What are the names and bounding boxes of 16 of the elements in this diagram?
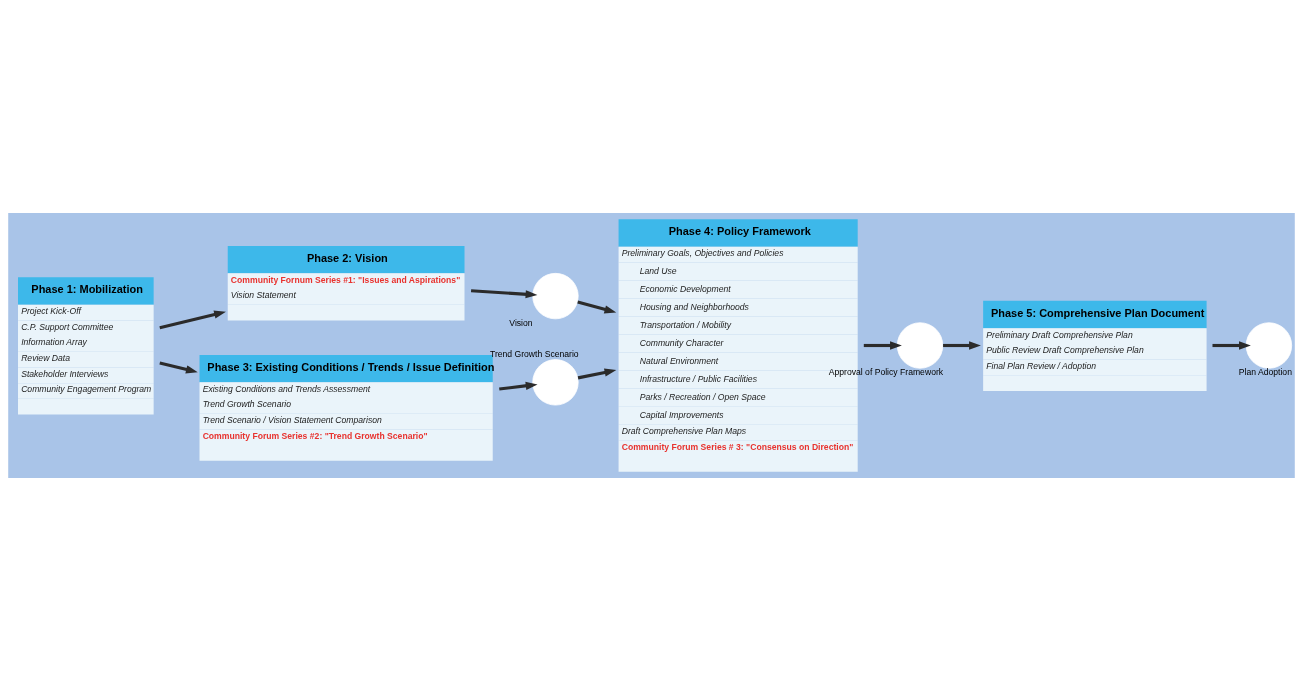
arrow bbox=[159, 361, 198, 373]
arrow bbox=[863, 340, 902, 350]
arrow bbox=[499, 381, 538, 391]
node-circle bbox=[896, 321, 944, 369]
node-label: Vision bbox=[509, 317, 533, 328]
arrow bbox=[943, 340, 981, 350]
node-circle bbox=[532, 358, 579, 405]
arrow bbox=[159, 309, 226, 329]
arrow bbox=[1212, 340, 1251, 350]
arrow bbox=[577, 299, 617, 313]
node-label: Approval of Policy Framework bbox=[828, 366, 944, 377]
node-circle bbox=[1245, 321, 1293, 369]
node-label: Plan Adoption bbox=[1238, 366, 1292, 377]
arrow bbox=[577, 367, 617, 379]
node-circle bbox=[532, 272, 579, 319]
arrow bbox=[470, 288, 538, 298]
